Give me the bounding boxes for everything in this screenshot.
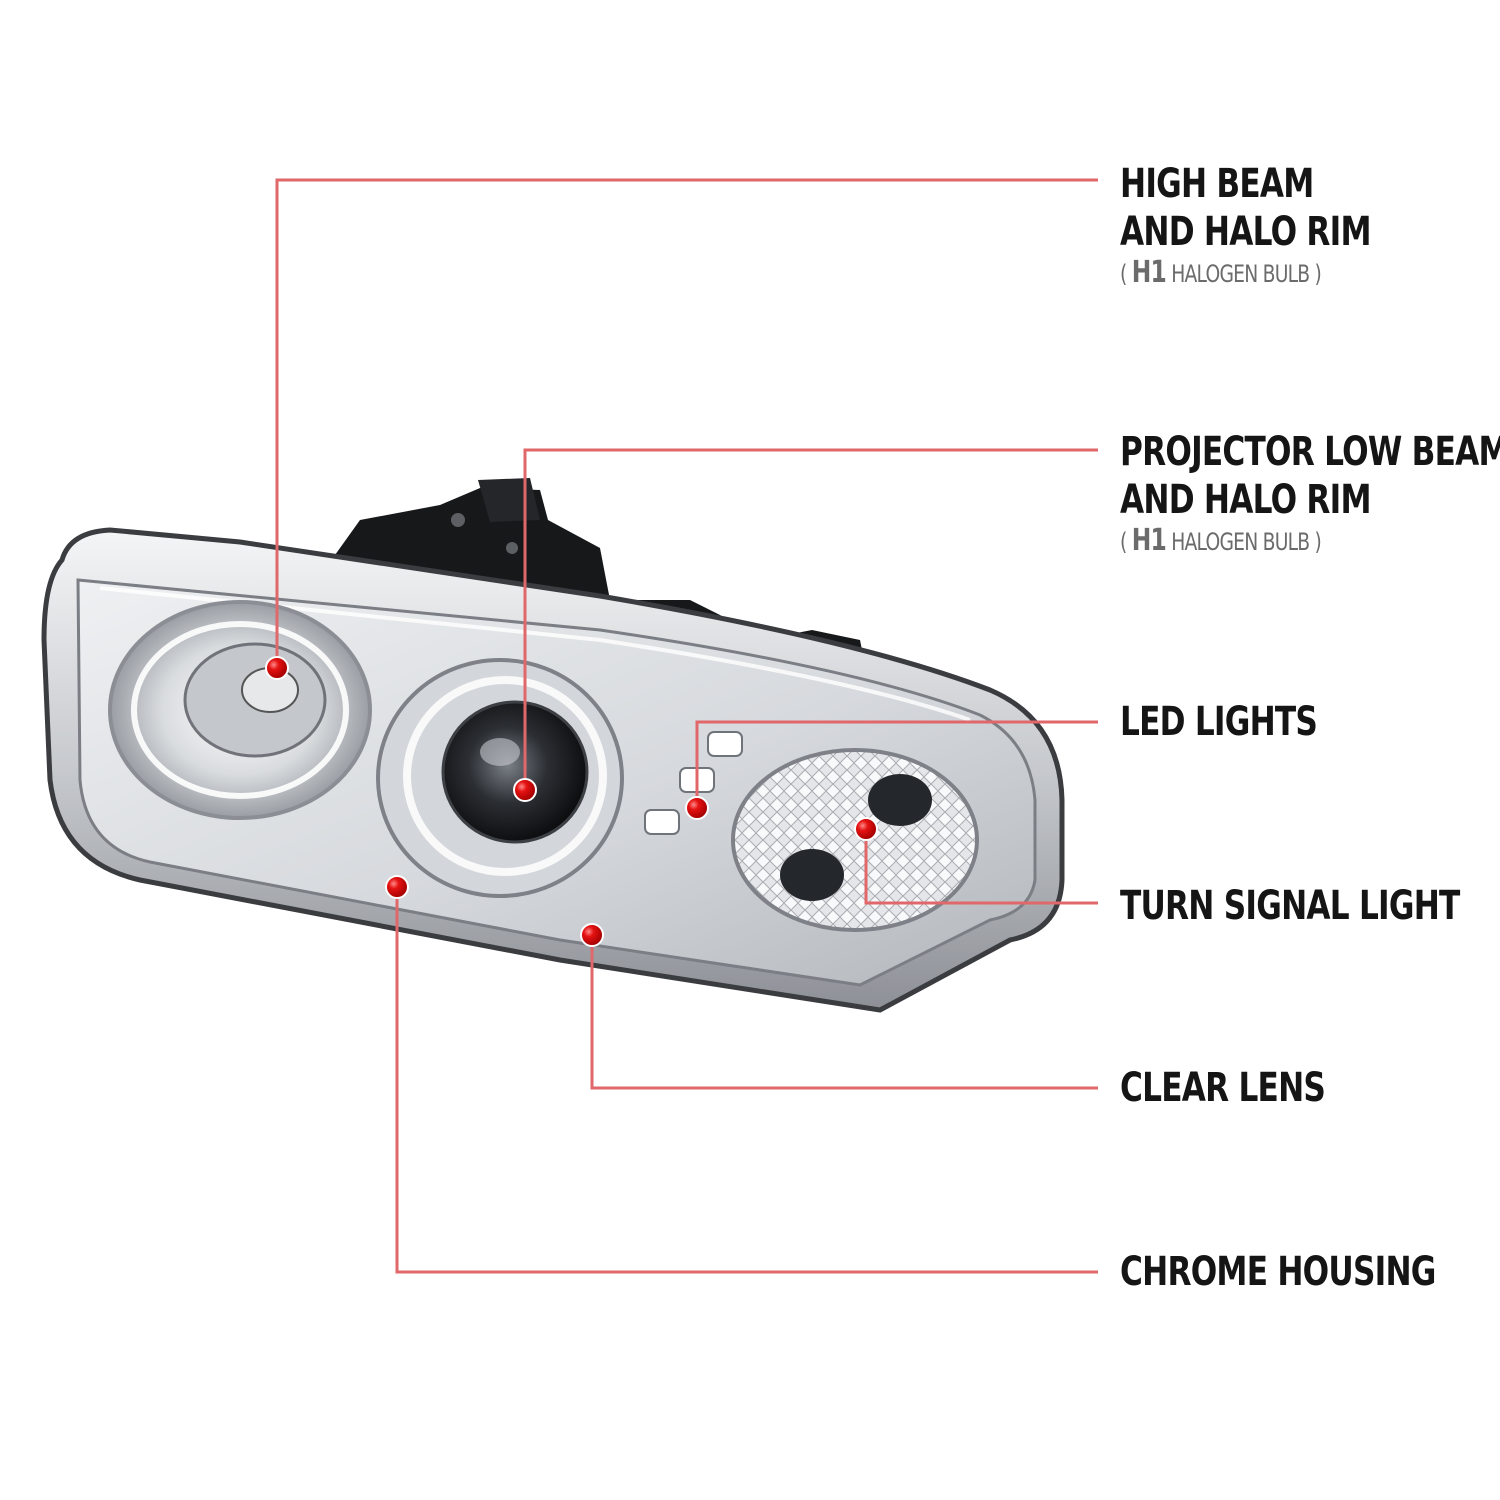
callout-dot-clear-lens: [580, 923, 604, 947]
callout-clear-lens: CLEAR LENS: [1120, 1064, 1383, 1112]
leader-line-turn-signal-light: [864, 829, 1098, 905]
projector-low-beam: [376, 658, 624, 898]
leader-line-led-lights: [695, 720, 1098, 808]
high-beam-reflector: [108, 600, 372, 820]
callout-dot-chrome-housing: [385, 875, 409, 899]
callout-dot-turn-signal-light: [854, 817, 878, 841]
callout-title-line: AND HALO RIM: [1120, 209, 1372, 255]
callout-projector-low-beam: PROJECTOR LOW BEAM AND HALO RIM ( H1 HAL…: [1120, 428, 1500, 557]
callout-bulb-note: ( H1 HALOGEN BULB ): [1120, 523, 1322, 558]
callout-dot-projector-low-beam: [513, 778, 537, 802]
callout-bulb-note: ( H1 HALOGEN BULB ): [1120, 255, 1322, 290]
leader-line-clear-lens: [590, 935, 1098, 1090]
callout-title-line: CLEAR LENS: [1120, 1065, 1326, 1111]
leader-line-chrome-housing: [395, 887, 1098, 1274]
callout-title-line: PROJECTOR LOW BEAM: [1120, 429, 1500, 475]
callout-dot-led-lights: [685, 796, 709, 820]
callout-leader-lines: [265, 178, 1098, 1274]
callout-title-line: TURN SIGNAL LIGHT: [1120, 883, 1460, 929]
callout-title-line: LED LIGHTS: [1120, 699, 1318, 745]
leader-line-projector-low-beam: [523, 448, 1098, 790]
callout-title-line: CHROME HOUSING: [1120, 1249, 1436, 1295]
callout-dot-high-beam: [265, 656, 289, 680]
leader-line-high-beam: [275, 178, 1098, 668]
callout-title-line: HIGH BEAM: [1120, 161, 1314, 207]
turn-signal-reflector: [731, 748, 979, 932]
callout-title-line: AND HALO RIM: [1120, 477, 1372, 523]
callout-high-beam: HIGH BEAM AND HALO RIM ( H1 HALOGEN BULB…: [1120, 160, 1441, 289]
callout-chrome-housing: CHROME HOUSING: [1120, 1248, 1500, 1296]
callout-turn-signal-light: TURN SIGNAL LIGHT: [1120, 882, 1500, 930]
callout-led-lights: LED LIGHTS: [1120, 698, 1373, 746]
